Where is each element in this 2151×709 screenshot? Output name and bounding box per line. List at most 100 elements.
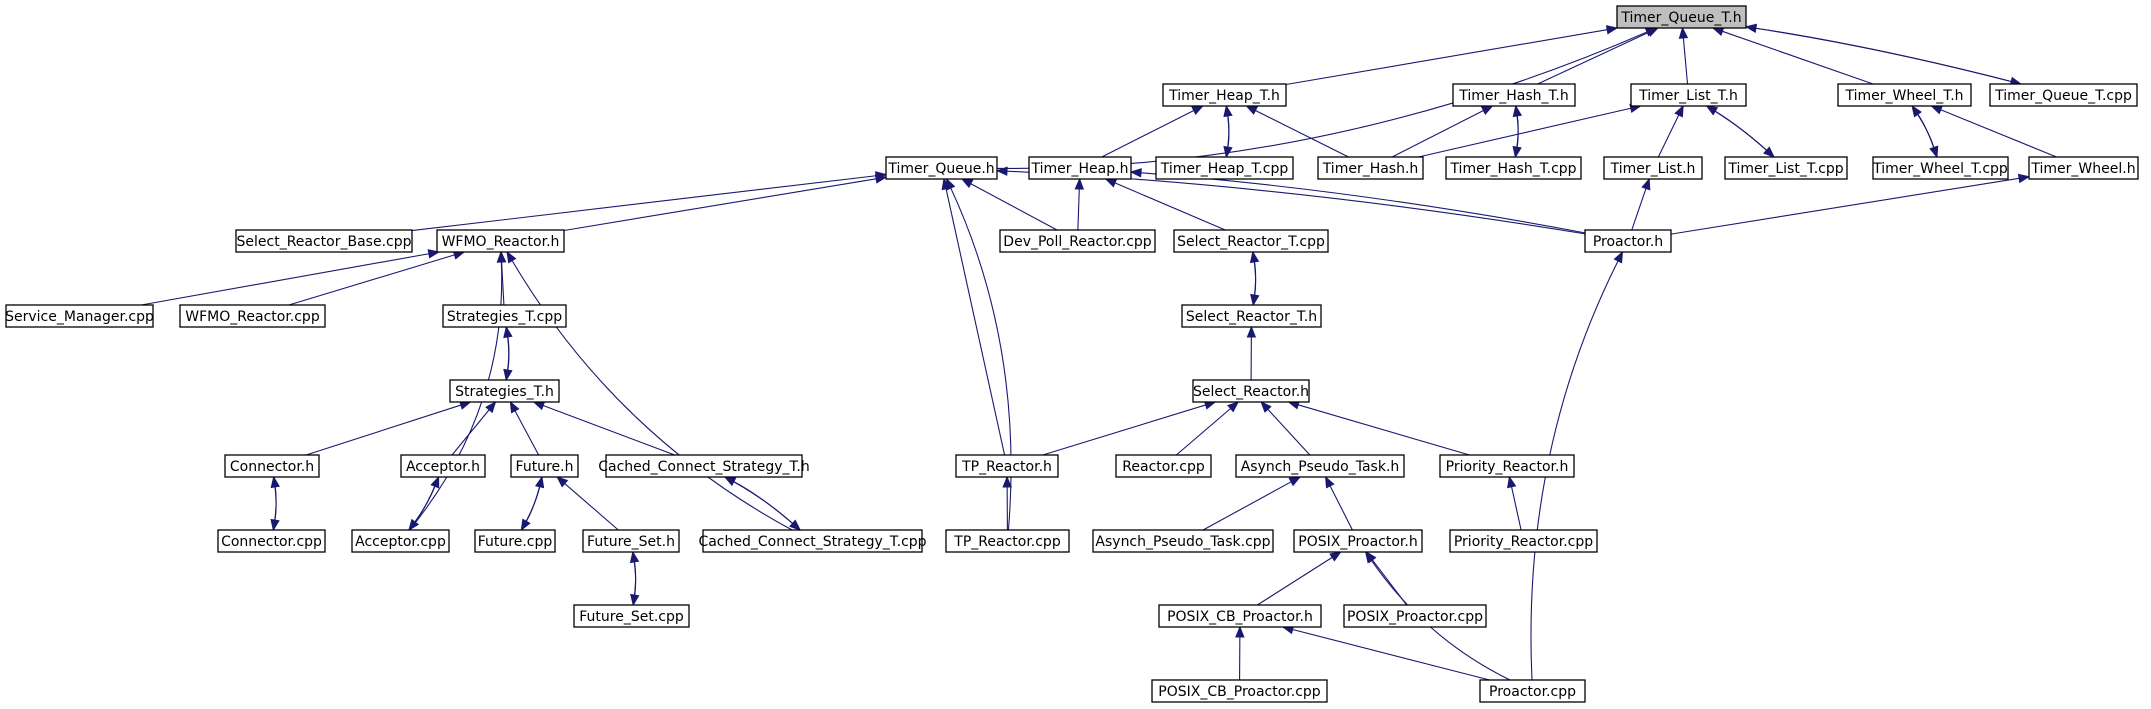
edge-line — [632, 551, 637, 596]
node-label: Timer_List_T.h — [1638, 88, 1738, 104]
node-posix-cb-proactor-h[interactable]: POSIX_CB_Proactor.h — [1158, 604, 1322, 628]
node-timer-heap-t-cpp[interactable]: Timer_Heap_T.cpp — [1155, 156, 1294, 180]
node-proactor-h[interactable]: Proactor.h — [1584, 229, 1672, 253]
node-label: Connector.h — [230, 459, 314, 475]
node-label: Cached_Connect_Strategy_T.h — [598, 459, 810, 475]
node-label: Asynch_Pseudo_Task.cpp — [1095, 534, 1270, 550]
edge-service-manager-cpp-to-wfmo-reactor-h — [141, 249, 441, 306]
node-label: POSIX_Proactor.h — [1298, 534, 1417, 550]
edge-arrowhead — [1104, 178, 1118, 188]
node-posix-proactor-cpp[interactable]: POSIX_Proactor.cpp — [1343, 604, 1487, 628]
node-timer-hash-h[interactable]: Timer_Hash.h — [1317, 156, 1424, 180]
node-label: Priority_Reactor.cpp — [1454, 534, 1593, 550]
edge-proactor-h-to-timer-wheel-h — [1670, 173, 2031, 235]
node-timer-hash-t-cpp[interactable]: Timer_Hash_T.cpp — [1445, 156, 1582, 180]
node-box — [235, 229, 413, 253]
edge-connector-h-to-strategies-t-h — [305, 400, 472, 456]
edge-arrowhead — [1613, 250, 1624, 264]
node-proactor-cpp[interactable]: Proactor.cpp — [1479, 679, 1586, 703]
node-future-set-h[interactable]: Future_Set.h — [582, 529, 680, 553]
node-timer-wheel-t-cpp[interactable]: Timer_Wheel_T.cpp — [1872, 156, 2009, 180]
node-acceptor-cpp[interactable]: Acceptor.cpp — [351, 529, 450, 553]
node-priority-reactor-cpp[interactable]: Priority_Reactor.cpp — [1449, 529, 1598, 553]
node-box — [1173, 229, 1329, 253]
edge-acceptor-cpp-to-wfmo-reactor-h — [409, 250, 507, 531]
node-label: Asynch_Pseudo_Task.h — [1241, 459, 1400, 475]
node-wfmo-reactor-cpp[interactable]: WFMO_Reactor.cpp — [179, 304, 326, 328]
edge-line — [1745, 26, 2012, 83]
node-timer-queue-t-h[interactable]: Timer_Queue_T.h — [1616, 5, 1747, 29]
node-box — [1028, 156, 1132, 180]
node-service-manager-cpp[interactable]: Service_Manager.cpp — [5, 304, 154, 328]
node-strategies-t-cpp[interactable]: Strategies_T.cpp — [442, 304, 567, 328]
node-timer-queue-t-cpp[interactable]: Timer_Queue_T.cpp — [1989, 83, 2138, 107]
node-strategies-t-h[interactable]: Strategies_T.h — [449, 379, 560, 403]
node-label: POSIX_CB_Proactor.h — [1167, 609, 1313, 625]
node-future-cpp[interactable]: Future.cpp — [474, 529, 556, 553]
node-future-set-cpp[interactable]: Future_Set.cpp — [573, 604, 690, 628]
node-cached-connect-strategy-t-h[interactable]: Cached_Connect_Strategy_T.h — [598, 454, 810, 478]
node-asynch-pseudo-task-h[interactable]: Asynch_Pseudo_Task.h — [1235, 454, 1405, 478]
edge-priority-reactor-cpp-to-priority-reactor-h — [1507, 475, 1522, 531]
node-select-reactor-h[interactable]: Select_Reactor.h — [1192, 379, 1310, 403]
edge-line — [514, 410, 540, 456]
node-priority-reactor-h[interactable]: Priority_Reactor.h — [1439, 454, 1575, 478]
node-tp-reactor-h[interactable]: TP_Reactor.h — [955, 454, 1059, 478]
edge-arrowhead — [1678, 26, 1689, 39]
node-box — [1603, 156, 1703, 180]
edge-line — [1042, 404, 1206, 456]
node-label: Future.cpp — [478, 534, 553, 550]
node-timer-queue-h[interactable]: Timer_Queue.h — [885, 156, 998, 180]
node-label: WFMO_Reactor.h — [442, 234, 560, 250]
edge-line — [451, 409, 490, 456]
edge-line — [1225, 105, 1230, 148]
edge-arrowhead — [485, 400, 497, 414]
node-tp-reactor-cpp[interactable]: TP_Reactor.cpp — [945, 529, 1070, 553]
node-timer-list-t-h[interactable]: Timer_List_T.h — [1630, 83, 1747, 107]
node-select-reactor-t-cpp[interactable]: Select_Reactor_T.cpp — [1173, 229, 1329, 253]
node-dev-poll-reactor-cpp[interactable]: Dev_Poll_Reactor.cpp — [999, 229, 1156, 253]
node-box — [1235, 454, 1405, 478]
node-select-reactor-t-h[interactable]: Select_Reactor_T.h — [1181, 304, 1322, 328]
node-asynch-pseudo-task-cpp[interactable]: Asynch_Pseudo_Task.cpp — [1092, 529, 1274, 553]
node-cached-connect-strategy-t-cpp[interactable]: Cached_Connect_Strategy_T.cpp — [698, 529, 927, 553]
node-select-reactor-base-cpp[interactable]: Select_Reactor_Base.cpp — [235, 229, 413, 253]
edge-line — [1255, 109, 1349, 158]
edge-line — [1537, 31, 1650, 85]
node-timer-wheel-t-h[interactable]: Timer_Wheel_T.h — [1837, 83, 1972, 107]
node-label: Timer_Wheel.h — [2030, 161, 2135, 177]
edge-timer-heap-h-to-timer-heap-t-h — [1101, 105, 1204, 158]
edge-select-reactor-t-cpp-to-timer-heap-h — [1104, 178, 1226, 231]
node-reactor-cpp[interactable]: Reactor.cpp — [1115, 454, 1212, 478]
node-timer-hash-t-h[interactable]: Timer_Hash_T.h — [1452, 83, 1576, 107]
edge-arrowhead — [496, 250, 507, 263]
node-box — [1293, 529, 1423, 553]
node-timer-list-h[interactable]: Timer_List.h — [1603, 156, 1703, 180]
edge-arrowhead — [509, 400, 520, 414]
edge-timer-list-t-h-to-timer-list-t-cpp — [1706, 105, 1775, 158]
node-box — [510, 454, 579, 478]
edge-arrowhead — [1227, 401, 1240, 413]
edge-arrowhead — [427, 249, 441, 259]
node-timer-wheel-h[interactable]: Timer_Wheel.h — [2028, 156, 2139, 180]
edge-arrowhead — [1002, 475, 1012, 488]
edge-arrowhead — [1324, 475, 1335, 489]
edge-line — [1682, 37, 1689, 85]
node-timer-heap-h[interactable]: Timer_Heap.h — [1028, 156, 1132, 180]
node-connector-cpp[interactable]: Connector.cpp — [217, 529, 326, 553]
node-posix-proactor-h[interactable]: POSIX_Proactor.h — [1293, 529, 1423, 553]
node-future-h[interactable]: Future.h — [510, 454, 579, 478]
node-acceptor-h[interactable]: Acceptor.h — [400, 454, 486, 478]
node-timer-list-t-cpp[interactable]: Timer_List_T.cpp — [1724, 156, 1848, 180]
node-box — [582, 529, 680, 553]
node-wfmo-reactor-h[interactable]: WFMO_Reactor.h — [436, 229, 565, 253]
node-label: Select_Reactor_T.h — [1186, 309, 1317, 325]
node-box — [1630, 83, 1747, 107]
node-posix-cb-proactor-cpp[interactable]: POSIX_CB_Proactor.cpp — [1151, 679, 1328, 703]
edge-timer-queue-t-h-to-timer-queue-t-cpp — [1745, 26, 2023, 86]
edge-arrowhead — [1674, 104, 1684, 118]
node-timer-heap-t-h[interactable]: Timer_Heap_T.h — [1162, 83, 1287, 107]
node-connector-h[interactable]: Connector.h — [224, 454, 320, 478]
node-box — [1616, 5, 1747, 29]
